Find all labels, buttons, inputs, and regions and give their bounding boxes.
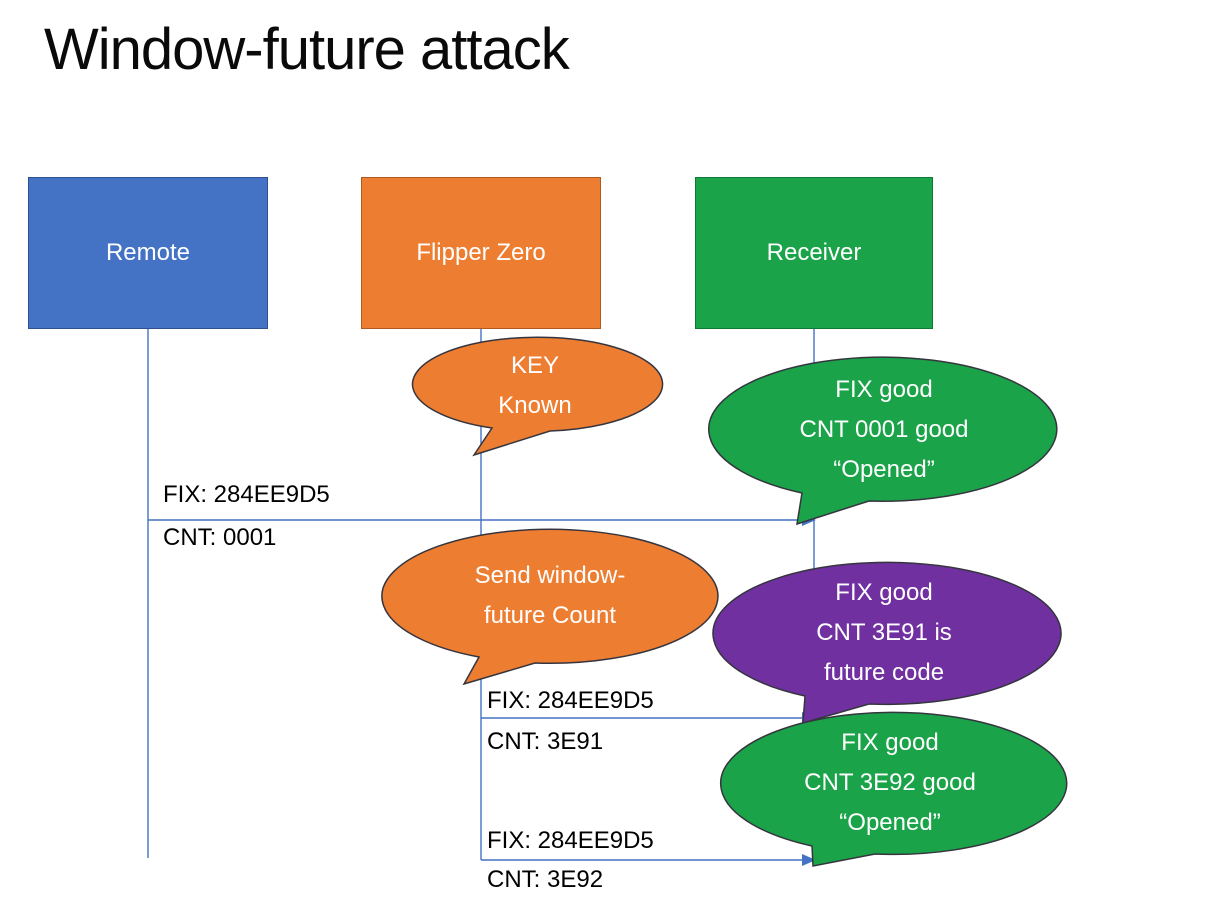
bubble-fix-cnt-0001-good bbox=[708, 356, 1058, 526]
actor-remote-label: Remote bbox=[105, 239, 191, 266]
bubble-fix-cnt-3e91-future bbox=[712, 561, 1062, 725]
message-3-cnt-label: CNT: 3E92 bbox=[487, 866, 604, 893]
bubble-fix-cnt-3e92-good bbox=[719, 711, 1068, 867]
message-1-fix-label: FIX: 284EE9D5 bbox=[163, 481, 330, 508]
bubble-key-known bbox=[411, 336, 664, 457]
actor-receiver-label: Receiver bbox=[766, 239, 862, 266]
message-1-cnt-label: CNT: 0001 bbox=[163, 524, 277, 551]
bubble-send-window-future bbox=[381, 528, 719, 686]
message-arrow-3 bbox=[481, 854, 816, 866]
message-arrow-3-head bbox=[802, 854, 816, 866]
page-title: Window-future attack bbox=[44, 17, 570, 82]
actor-flipper-zero-label: Flipper Zero bbox=[416, 239, 546, 266]
actor-remote: Remote bbox=[28, 177, 268, 329]
message-2-cnt-label: CNT: 3E91 bbox=[487, 728, 604, 755]
message-2-fix-label: FIX: 284EE9D5 bbox=[487, 687, 654, 714]
message-3-fix-label: FIX: 284EE9D5 bbox=[487, 827, 654, 854]
actor-receiver: Receiver bbox=[695, 177, 933, 329]
actor-flipper-zero: Flipper Zero bbox=[361, 177, 601, 329]
